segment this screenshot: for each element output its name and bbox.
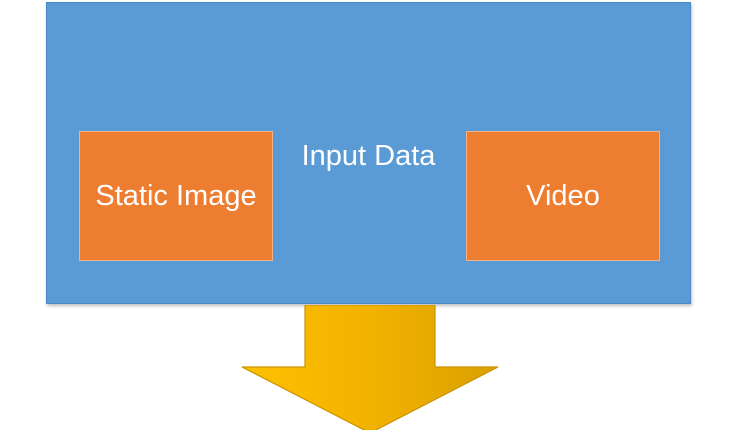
static-image-box: Static Image — [79, 131, 273, 261]
input-data-label: Input Data — [301, 140, 436, 172]
video-label: Video — [526, 180, 600, 212]
input-data-panel: Input Data Static Image Video — [46, 2, 691, 304]
down-arrow-icon — [241, 305, 499, 430]
static-image-label: Static Image — [95, 180, 257, 212]
video-box: Video — [466, 131, 660, 261]
